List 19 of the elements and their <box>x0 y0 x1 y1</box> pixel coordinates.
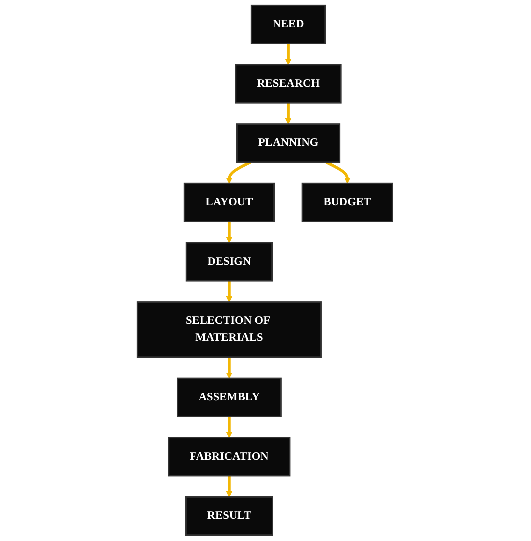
arrow <box>286 103 292 125</box>
arrow <box>226 476 233 498</box>
node-box: RESULT <box>186 496 274 536</box>
node-box: NEED <box>251 4 326 44</box>
node-box: FABRICATION <box>168 437 292 477</box>
arrow <box>286 44 292 66</box>
arrow <box>226 357 233 379</box>
node-box: LAYOUT <box>184 182 276 222</box>
node-box: PLANNING <box>236 124 341 164</box>
arrow <box>226 222 233 244</box>
node-box: SELECTION OF MATERIALS <box>137 302 322 358</box>
arrow <box>226 416 233 438</box>
arrow <box>226 161 252 184</box>
node-box: DESIGN <box>186 242 274 282</box>
arrow <box>226 281 233 303</box>
node-box: RESEARCH <box>236 64 342 104</box>
node-box: BUDGET <box>302 182 394 222</box>
node-box: ASSEMBLY <box>177 378 282 418</box>
arrow <box>326 161 352 184</box>
